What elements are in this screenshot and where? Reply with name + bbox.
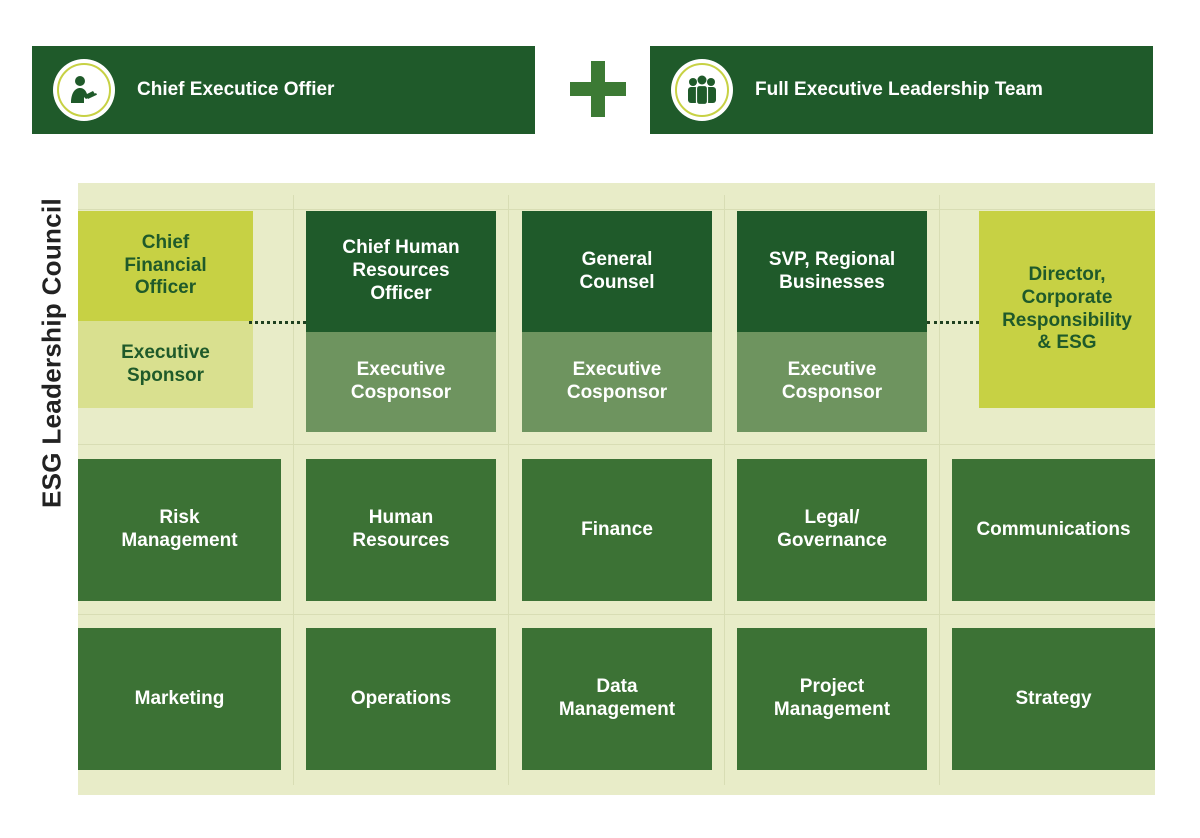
leader-title-cfo: Chief Financial Officer <box>78 211 253 321</box>
dotted-connector-left <box>249 321 306 324</box>
group-people-icon <box>671 59 733 121</box>
person-reading-icon <box>53 59 115 121</box>
function-box: Risk Management <box>78 459 281 601</box>
leader-title-general-counsel: General Counsel <box>522 211 712 332</box>
leader-role-svp: Executive Cosponsor <box>737 332 927 432</box>
leader-role-general-counsel: Executive Cosponsor <box>522 332 712 432</box>
grid-line <box>724 195 725 785</box>
function-box: Communications <box>952 459 1155 601</box>
grid-line <box>78 209 1155 210</box>
leader-role-cfo: Executive Sponsor <box>78 321 253 408</box>
function-box: Operations <box>306 628 496 770</box>
ceo-label: Chief Executice Offier <box>137 79 335 100</box>
grid-line <box>293 195 294 785</box>
function-box: Human Resources <box>306 459 496 601</box>
leader-title-chro: Chief Human Resources Officer <box>306 211 496 332</box>
function-box: Marketing <box>78 628 281 770</box>
function-box: Legal/ Governance <box>737 459 927 601</box>
dotted-connector-right <box>927 321 979 324</box>
grid-line <box>78 444 1155 445</box>
function-box: Finance <box>522 459 712 601</box>
plus-icon-vertical <box>591 61 605 117</box>
leader-title-director-esg: Director, Corporate Responsibility & ESG <box>979 211 1155 408</box>
grid-line <box>508 195 509 785</box>
council-title: ESG Leadership Council <box>36 198 67 508</box>
leadership-team-label: Full Executive Leadership Team <box>755 79 1043 100</box>
function-box: Data Management <box>522 628 712 770</box>
function-box: Project Management <box>737 628 927 770</box>
leadership-team-banner: Full Executive Leadership Team <box>650 46 1153 134</box>
grid-line <box>939 195 940 785</box>
grid-line <box>78 614 1155 615</box>
ceo-banner: Chief Executice Offier <box>32 46 535 134</box>
leader-role-chro: Executive Cosponsor <box>306 332 496 432</box>
function-box: Strategy <box>952 628 1155 770</box>
leader-title-svp: SVP, Regional Businesses <box>737 211 927 332</box>
